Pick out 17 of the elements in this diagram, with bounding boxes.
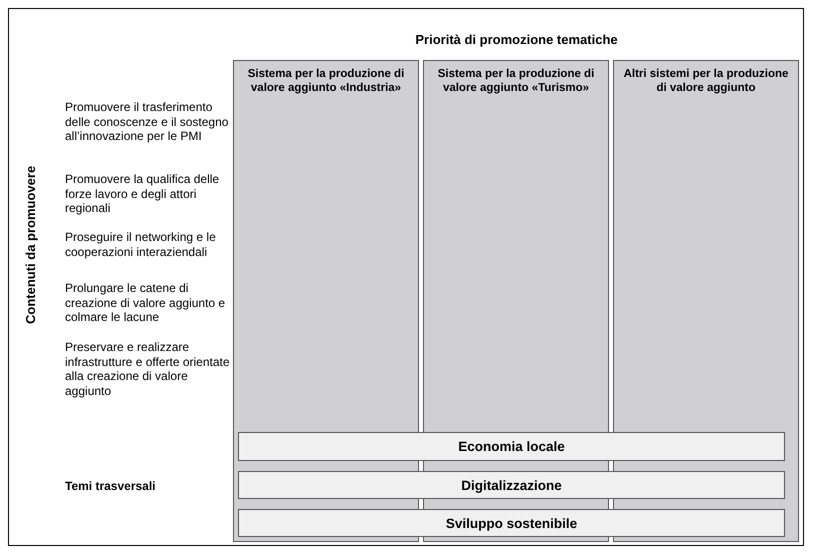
theme-band	[238, 471, 785, 499]
theme-band	[238, 432, 785, 461]
theme-band	[238, 509, 785, 537]
row-label: Proseguire il networking e le cooperazioni interaziendali	[65, 230, 217, 259]
band-label: Economia locale	[458, 439, 565, 454]
axis-label: Contenuti da promuovere	[23, 164, 39, 326]
column-heading: Sistema per la produzione di valore aggiunto «Industria»	[246, 67, 406, 95]
row-label: Preservare e realizzare infrastrutture e offerte orientate alla creazione di valore aggiunto	[65, 340, 230, 398]
band-label: Sviluppo sostenibile	[446, 516, 578, 530]
column-heading: Sistema per la produzione di valore aggiunto «Turismo»	[436, 67, 596, 95]
title: Priorità di promozione tematiche	[414, 32, 619, 47]
band-label: Digitalizzazione	[461, 478, 562, 492]
row-label: Prolungare le catene di creazione di valore aggiunto e colmare le lacune	[65, 281, 226, 324]
row-heading: Temi trasversali	[65, 479, 156, 494]
row-label: Promuovere la qualifica delle forze lavoro e degli attori regionali	[65, 172, 220, 216]
row-label: Promuovere il trasferimento delle conoscenze e il sostegno all’innovazione per le PMI	[65, 100, 230, 144]
column-heading: Altri sistemi per la produzione di valore aggiunto	[622, 67, 790, 95]
